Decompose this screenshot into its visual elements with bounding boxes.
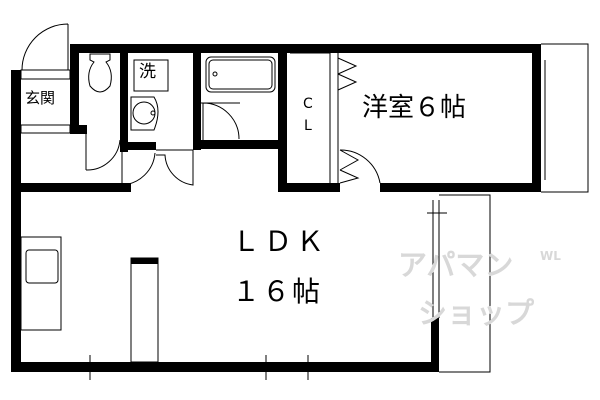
watermark-small: WL <box>540 249 561 263</box>
fixtures <box>20 23 589 380</box>
room-label-closet-c: C <box>303 96 313 112</box>
watermark-line2: ショップ <box>418 296 535 330</box>
room-label-ldk: ＬＤＫ <box>232 225 329 258</box>
room-label-western: 洋室６帖 <box>362 93 467 123</box>
watermark-line1: アパマン <box>398 248 514 282</box>
room-label-closet-l: L <box>304 118 312 134</box>
room-label-genkan: 玄関 <box>25 89 56 107</box>
room-label-wash: 洗 <box>139 62 156 82</box>
room-label-ldk-size: １６帖 <box>232 275 323 308</box>
